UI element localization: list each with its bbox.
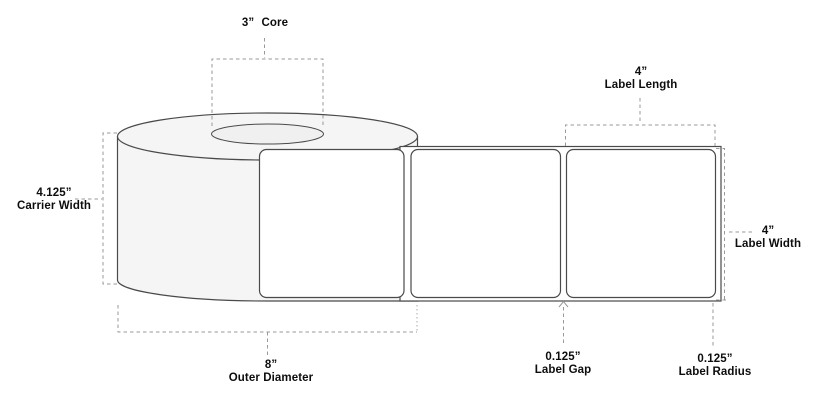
label-length-bracket (565, 124, 716, 146)
roll-core-hole (211, 123, 324, 145)
label-width-value: 4” (761, 225, 775, 237)
label-width-bracket (716, 148, 729, 301)
outer-diameter-value: 8” (264, 359, 278, 371)
label-gap-value: 0.125” (545, 351, 581, 363)
core-dimension-box (211, 58, 324, 126)
label-width-dimension-label: 4” Label Width (735, 225, 801, 251)
label-length-value: 4” (634, 66, 648, 78)
carrier-width-bracket (102, 132, 117, 285)
label-gap-arrowhead-icon (558, 300, 569, 308)
carrier-width-dimension-label: 4.125” Carrier Width (17, 187, 91, 213)
label-radius-dimension-label: 0.125” Label Radius (679, 353, 752, 379)
outer-diameter-bracket (117, 305, 417, 333)
carrier-width-text: Carrier Width (16, 200, 92, 212)
core-dimension-label: 3” Core (242, 17, 288, 30)
core-text: Core (261, 17, 289, 29)
label-length-dimension-label: 4” Label Length (605, 66, 678, 92)
outer-diameter-dimension-label: 8” Outer Diameter (229, 359, 313, 385)
core-value: 3” (241, 17, 255, 29)
carrier-width-value: 4.125” (36, 187, 72, 199)
label-length-text: Label Length (604, 79, 678, 91)
label-gap-dimension-label: 0.125” Label Gap (535, 351, 592, 377)
label-width-text: Label Width (734, 238, 802, 250)
label-2 (410, 148, 562, 299)
label-gap-text: Label Gap (534, 364, 592, 376)
label-3 (565, 148, 717, 299)
label-radius-value: 0.125” (697, 353, 733, 365)
label-1 (258, 148, 405, 299)
outer-diameter-text: Outer Diameter (228, 372, 314, 384)
label-radius-text: Label Radius (678, 366, 752, 378)
